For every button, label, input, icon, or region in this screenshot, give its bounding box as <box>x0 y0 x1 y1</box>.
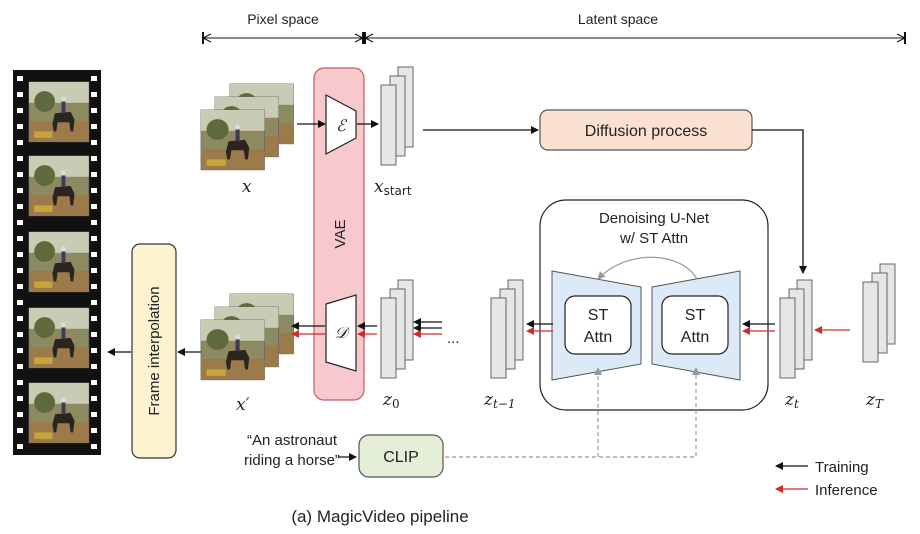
vae-label: VAE <box>332 220 349 249</box>
filmstrip-frame <box>28 155 90 217</box>
filmstrip-frame <box>28 382 90 444</box>
xstart-label: xstart <box>374 177 412 198</box>
st-attn-block-right: ST Attn <box>661 295 729 355</box>
legend: Training Inference <box>775 459 878 499</box>
unet-title-line2: w/ ST Attn <box>619 230 688 247</box>
latent-zt-minus-1 <box>490 279 524 379</box>
decoder-symbol: 𝒟 <box>335 323 351 342</box>
skip-connection-arrow <box>597 256 698 280</box>
frame-interpolation-block: Frame interpolation <box>131 243 177 459</box>
zT-label: zT <box>865 390 884 411</box>
encoder: ℰ <box>325 94 357 155</box>
svg-text:ST: ST <box>685 307 706 324</box>
z0-label: z0 <box>382 390 400 411</box>
svg-text:ST: ST <box>588 307 609 324</box>
arrow-diffusion-to-zt <box>752 129 807 274</box>
prompt-line1: “An astronaut <box>247 432 338 449</box>
zt-label: zt <box>784 390 799 411</box>
xprime-label: x′ <box>236 395 250 415</box>
svg-text:Attn: Attn <box>681 329 709 346</box>
figure-caption: (a) MagicVideo pipeline <box>291 507 468 526</box>
legend-training-label: Training <box>815 459 869 476</box>
clip-conditioning-lines <box>445 367 700 458</box>
latent-z0 <box>380 279 414 379</box>
filmstrip-frame <box>28 231 90 293</box>
x-label: x <box>242 177 252 197</box>
ellipsis: ... <box>447 330 460 347</box>
unet-title-line1: Denoising U-Net <box>599 210 710 227</box>
clip-label: CLIP <box>383 449 419 466</box>
decoder: 𝒟 <box>325 294 357 372</box>
zt-minus-1-label: zt−1 <box>483 390 515 411</box>
svg-text:Attn: Attn <box>584 329 612 346</box>
latent-xstart <box>380 66 414 166</box>
output-frames-xprime <box>200 293 295 381</box>
filmstrip-frame <box>28 81 90 143</box>
clip-block: CLIP <box>358 434 444 478</box>
diffusion-process-block: Diffusion process <box>539 109 753 151</box>
prompt-line2: riding a horse” <box>244 452 340 469</box>
pixel-space-label: Pixel space <box>247 11 319 27</box>
st-attn-block-left: ST Attn <box>564 295 632 355</box>
vae-block: VAE ℰ 𝒟 <box>313 67 365 401</box>
encoder-symbol: ℰ <box>336 116 348 135</box>
legend-inference-label: Inference <box>815 482 878 499</box>
denoising-unet-block: Denoising U-Net w/ ST Attn ST Attn ST At… <box>539 199 769 411</box>
latent-space-label: Latent space <box>578 11 658 27</box>
pixel-space-bracket: Pixel space <box>201 11 365 44</box>
filmstrip-frame <box>28 307 90 369</box>
frame-interpolation-label: Frame interpolation <box>146 286 163 415</box>
filmstrip-sprockets <box>17 76 97 449</box>
latent-zT <box>862 263 896 363</box>
output-video-filmstrip <box>13 70 101 455</box>
latent-zt <box>779 279 813 379</box>
input-frames-x <box>200 83 295 171</box>
diffusion-process-label: Diffusion process <box>585 123 707 140</box>
latent-space-bracket: Latent space <box>363 11 907 44</box>
